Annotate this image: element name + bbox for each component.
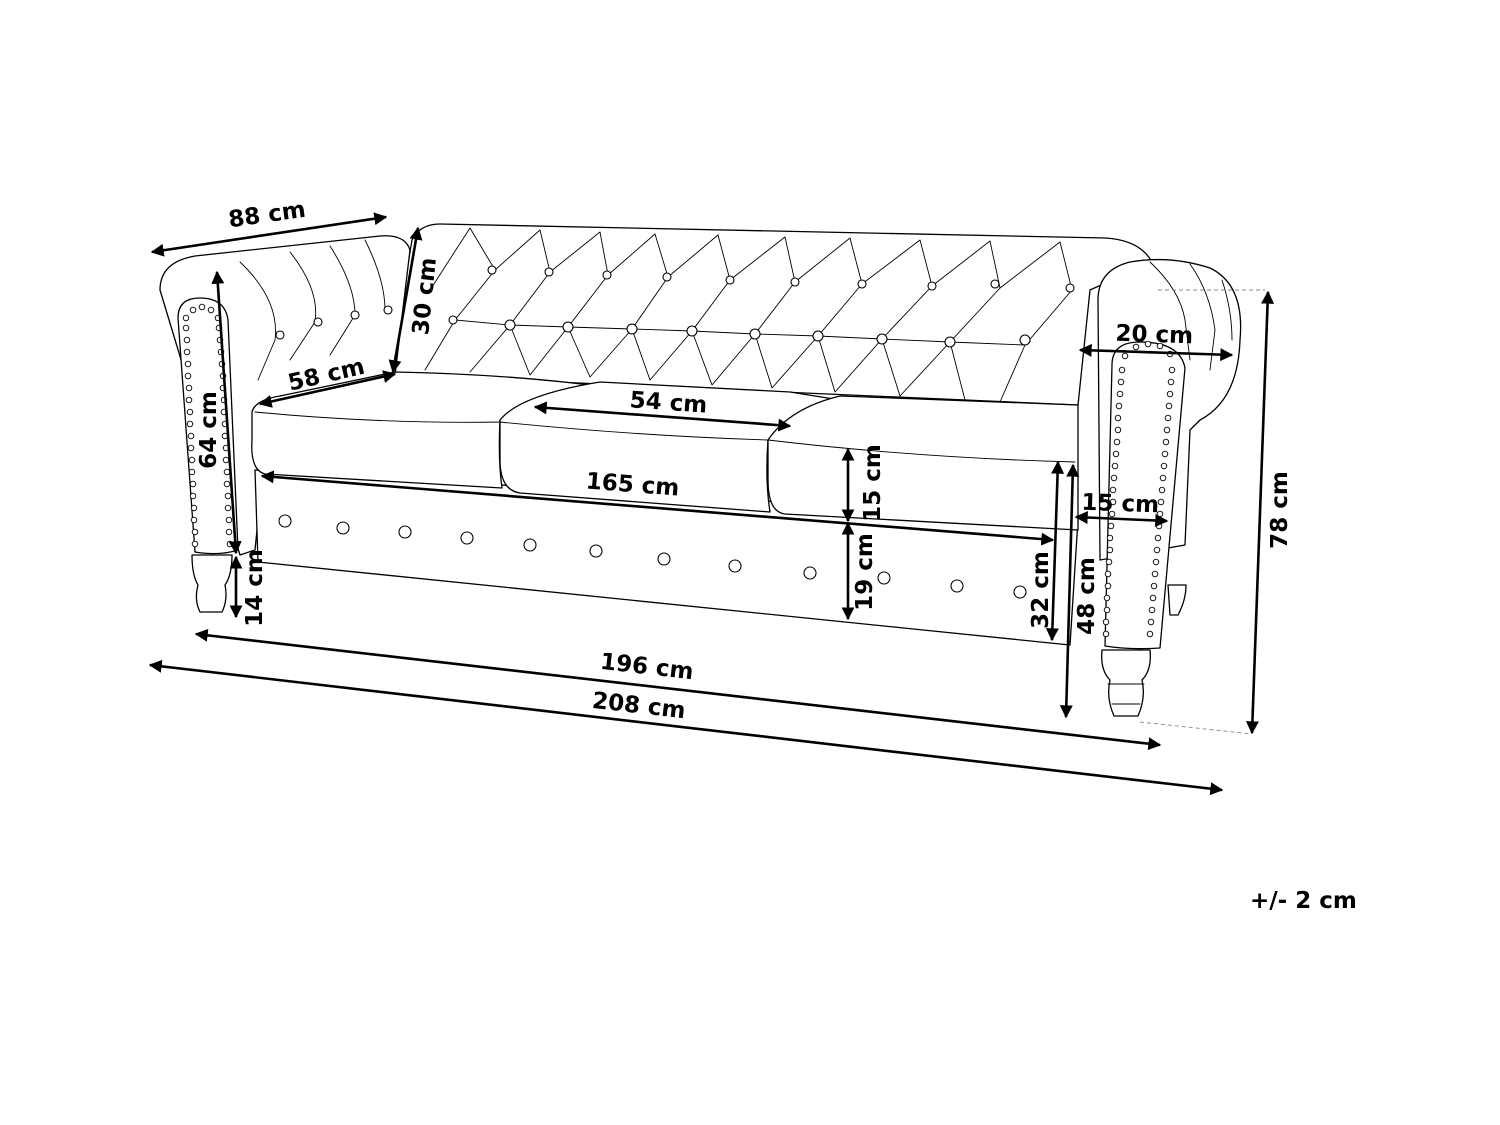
- backrest-buttons: [448, 265, 1075, 348]
- label-armrest-inner-height: 64 cm: [196, 391, 222, 469]
- label-armrest-width: 20 cm: [1115, 321, 1193, 350]
- left-arm-tufting: [239, 239, 386, 381]
- right-front-leg: [1101, 649, 1151, 717]
- label-depth: 88 cm: [227, 197, 307, 234]
- label-cushion-width: 54 cm: [629, 387, 708, 418]
- right-arm-tufting: [1149, 261, 1233, 371]
- right-rear-leg: [1167, 584, 1187, 616]
- sofa-drawing: [159, 223, 1242, 717]
- seat-cushion-right: [767, 395, 1079, 531]
- left-front-leg: [191, 554, 233, 613]
- label-total-height: 78 cm: [1267, 471, 1293, 549]
- tolerance-note: +/- 2 cm: [1250, 888, 1357, 914]
- label-armrest-thickness: 15 cm: [1081, 490, 1159, 519]
- dimension-lines: [148, 212, 1275, 796]
- label-base-height: 19 cm: [852, 533, 878, 611]
- label-armrest-height: 48 cm: [1074, 557, 1100, 635]
- label-cushion-height: 15 cm: [860, 444, 886, 522]
- label-leg-height: 14 cm: [242, 549, 268, 627]
- label-seat-height: 32 cm: [1028, 551, 1054, 629]
- label-inner-width: 196 cm: [599, 649, 695, 685]
